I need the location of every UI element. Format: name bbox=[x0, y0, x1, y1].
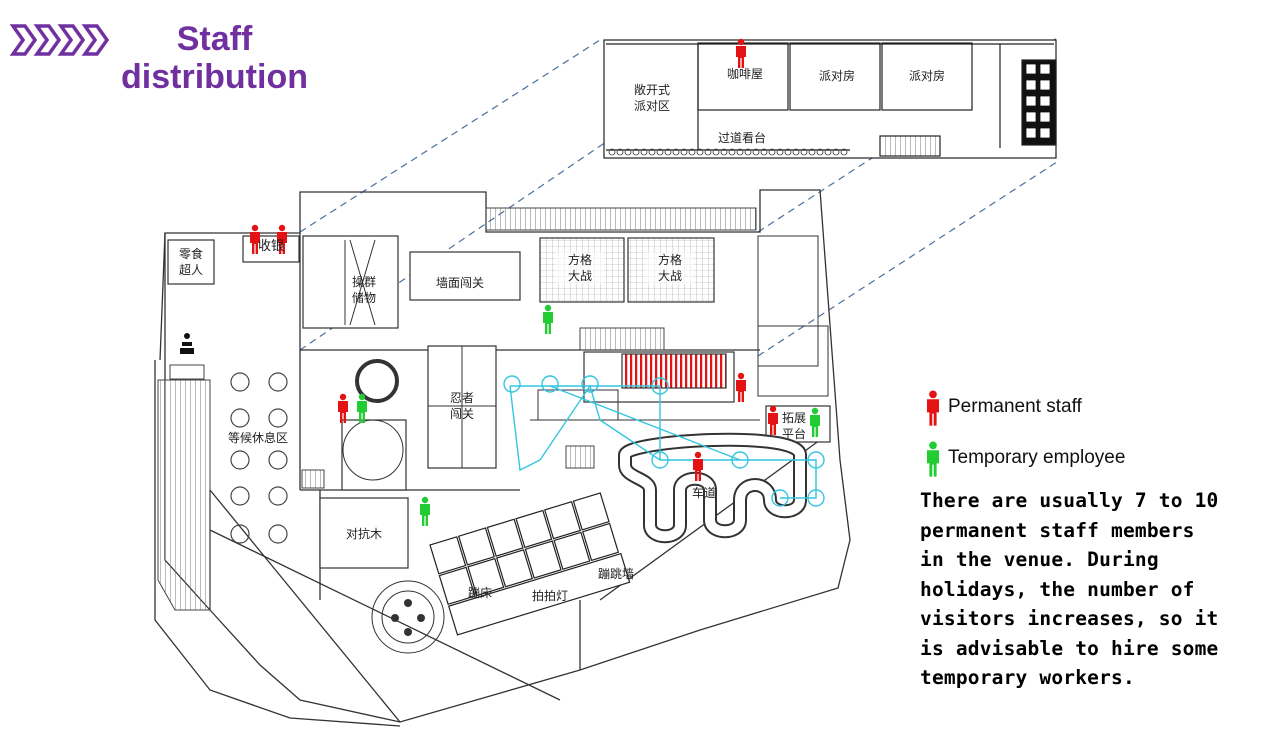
label-party-room-1: 派对房 bbox=[818, 69, 855, 83]
label-open-party: 敞开式 派对区 bbox=[633, 83, 670, 113]
label-cashier: 收银 bbox=[257, 239, 284, 254]
label-grid-2: 方格 大战 bbox=[646, 252, 694, 284]
label-lounge: 等候休息区 bbox=[227, 431, 288, 445]
chevron-decoration-icon bbox=[9, 22, 110, 62]
label-party-room-2: 派对房 bbox=[908, 69, 945, 83]
legend-permanent-label: Permanent staff bbox=[948, 396, 1082, 417]
label-wall: 墙面闯关 bbox=[435, 276, 484, 290]
label-platform: 拓展 平台 bbox=[781, 411, 806, 441]
legend-temporary-label: Temporary employee bbox=[948, 447, 1126, 468]
label-stand: 过道看台 bbox=[717, 131, 766, 145]
label-trampoline: 蹦床 bbox=[467, 586, 492, 600]
label-cafe: 咖啡屋 bbox=[726, 67, 763, 81]
label-light: 拍拍灯 bbox=[531, 589, 568, 603]
staffing-note: There are usually 7 to 10 permanent staf… bbox=[920, 489, 1219, 689]
legend-permanent: Permanent staff bbox=[922, 396, 1082, 418]
label-track: 车道 bbox=[691, 486, 716, 500]
wheelchair-icon bbox=[180, 333, 194, 354]
label-snack: 零食 超人 bbox=[178, 247, 203, 277]
page-title: Staff distribution bbox=[121, 20, 308, 96]
label-wall-jump: 蹦跳墙 bbox=[597, 567, 634, 581]
label-ninja: 忍者 闯关 bbox=[449, 391, 474, 421]
label-stack: 操群 储物 bbox=[351, 275, 376, 305]
label-duel: 对抗木 bbox=[345, 527, 382, 541]
legend-temporary: Temporary employee bbox=[922, 447, 1125, 469]
label-grid-1: 方格 大战 bbox=[556, 252, 604, 284]
